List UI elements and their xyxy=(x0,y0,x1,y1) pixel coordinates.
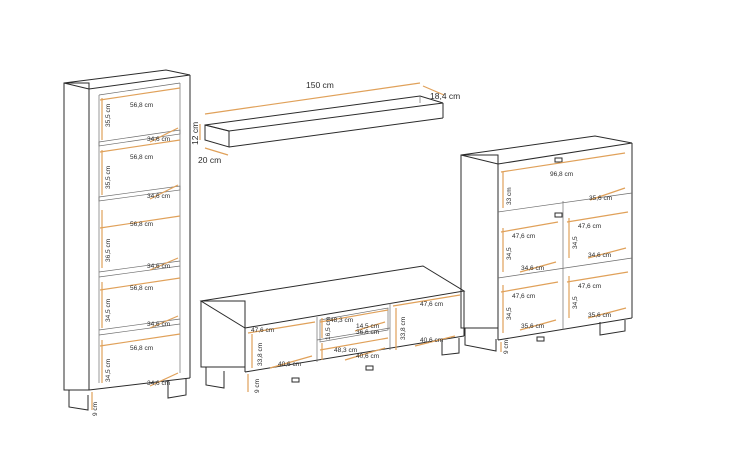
tall-w3: 56,8 cm xyxy=(130,221,153,228)
tall-cabinet-inner-top xyxy=(98,82,181,96)
tall-leg: 9 cm xyxy=(92,402,99,416)
tv-right-h: 33,8 cm xyxy=(400,317,407,340)
tv-stand-leg-right xyxy=(441,338,460,356)
tv-stand-bottom xyxy=(244,335,465,373)
tv-right-w: 47,6 cm xyxy=(420,301,443,308)
tall-d3: 34,6 cm xyxy=(147,263,170,270)
tv-stand: 47,6 cm 33,8 cm 40,6 cm 48,3 cm 16,5 cm … xyxy=(199,265,466,393)
tall-w5: 56,8 cm xyxy=(130,345,153,352)
bookcase-side xyxy=(460,154,499,329)
bookcase: 96,8 cm 33 cm 35,6 cm 47,6 cm 34,5 34,6 … xyxy=(460,135,633,354)
bookcase-top-w: 96,8 cm xyxy=(550,171,573,178)
tv-mid-top-w: 48,3 cm xyxy=(330,317,353,324)
bookcase-top xyxy=(460,135,633,165)
tall-w1: 56,8 cm xyxy=(130,102,153,109)
bookcase-c4-h: 34,5 xyxy=(572,296,579,309)
tall-w2: 56,8 cm xyxy=(130,154,153,161)
tall-d5: 34,6 cm xyxy=(147,380,170,387)
tall-cabinet-dimensions xyxy=(91,87,181,410)
tall-h2: 35,5 cm xyxy=(105,166,112,189)
bookcase-foot xyxy=(536,336,545,342)
tv-mid-d2: 40,6 cm xyxy=(356,353,379,360)
bookcase-c3-d: 35,6 cm xyxy=(521,323,544,330)
tv-left-d: 40,6 cm xyxy=(278,361,301,368)
bookcase-leg: 9 cm xyxy=(503,340,510,354)
tall-shelf-glass-2 xyxy=(98,185,181,202)
tv-leg: 9 cm xyxy=(254,379,261,393)
bookcase-c3-h: 34,5 xyxy=(506,307,513,320)
bookcase-handle-mid xyxy=(554,212,563,218)
tall-d4: 34,6 cm xyxy=(147,321,170,328)
bookcase-top-h: 33 cm xyxy=(506,187,513,205)
tall-d2: 34,6 cm xyxy=(147,193,170,200)
shelf-front-face xyxy=(204,124,230,148)
tv-left-w: 47,6 cm xyxy=(251,327,274,334)
tall-w4: 56,8 cm xyxy=(130,285,153,292)
tv-stand-middle-shelf xyxy=(316,327,391,341)
bookcase-shelf-1 xyxy=(497,192,633,213)
tv-left-h: 33,8 cm xyxy=(257,343,264,366)
shelf-depth-label: 18,4 cm xyxy=(430,91,460,101)
bookcase-c4-d: 35,6 cm xyxy=(588,312,611,319)
tall-h1: 35,5 cm xyxy=(105,104,112,127)
bookcase-leg-right xyxy=(599,320,626,336)
tall-cabinet-leg-left xyxy=(68,390,89,411)
tall-shelf-4b xyxy=(98,323,181,336)
bookcase-c1-d: 34,6 cm xyxy=(521,265,544,272)
shelf-width-label: 150 cm xyxy=(306,80,334,90)
shelf-depth-dimension xyxy=(422,85,445,96)
tall-h5: 34,5 cm xyxy=(105,359,112,382)
shelf-depth2-label: 20 cm xyxy=(198,155,221,165)
tv-stand-glass-shelf xyxy=(319,307,389,343)
shelf-height-label: 12 cm xyxy=(190,122,200,145)
shelf-top-face xyxy=(204,95,444,132)
bookcase-leg-left xyxy=(464,328,497,352)
bookcase-c2-h: 34,5 xyxy=(572,236,579,249)
tall-h3: 36,5 cm xyxy=(105,239,112,262)
bookcase-c2-d: 34,6 cm xyxy=(588,252,611,259)
bookcase-top-d: 35,6 cm xyxy=(589,195,612,202)
tv-stand-side xyxy=(200,300,246,368)
tv-right-d: 40,6 cm xyxy=(420,337,443,344)
bookcase-shelf-2 xyxy=(497,257,633,279)
shelf-width-dimension xyxy=(204,82,421,115)
shelf-bottom-edge xyxy=(228,117,444,148)
bookcase-handle-top xyxy=(554,157,563,163)
tv-stand-dimensions xyxy=(247,294,461,392)
bookcase-c1-w: 47,6 cm xyxy=(512,233,535,240)
bookcase-c2-w: 47,6 cm xyxy=(578,223,601,230)
bookcase-c4-w: 47,6 cm xyxy=(578,283,601,290)
tall-shelf-glass-1 xyxy=(98,129,181,147)
tall-cabinet-leg-right xyxy=(167,378,187,399)
bookcase-dimensions xyxy=(500,152,629,352)
wall-shelf: 150 cm 18,4 cm 12 cm 20 cm xyxy=(190,80,460,165)
bookcase-bottom xyxy=(497,317,633,341)
tall-cabinet-top xyxy=(63,69,191,90)
tv-mid-bottom-w: 48,3 cm xyxy=(334,347,357,354)
tv-mid-side-h: 16,5 cm xyxy=(325,317,332,340)
tall-cabinet-bottom xyxy=(88,377,191,391)
bookcase-c3-w: 47,6 cm xyxy=(512,293,535,300)
tv-stand-leg-left xyxy=(205,367,225,389)
tv-stand-foot-1 xyxy=(291,377,300,383)
tall-cabinet: 56,8 cm 35,5 cm 34,6 cm 56,8 cm 35,5 cm … xyxy=(63,69,191,416)
tv-stand-foot-2 xyxy=(365,365,374,371)
tv-mid-top-h: 14,5 cm xyxy=(356,323,379,330)
tall-h4: 34,5 cm xyxy=(105,299,112,322)
tall-cabinet-side xyxy=(63,82,90,391)
bookcase-c1-h: 34,5 xyxy=(506,247,513,260)
shelf-depth2-dimension xyxy=(204,147,229,156)
tall-d1: 34,6 cm xyxy=(147,136,170,143)
tall-shelf-3b xyxy=(98,265,181,278)
tv-mid-d1: 36,6 cm xyxy=(356,329,379,336)
